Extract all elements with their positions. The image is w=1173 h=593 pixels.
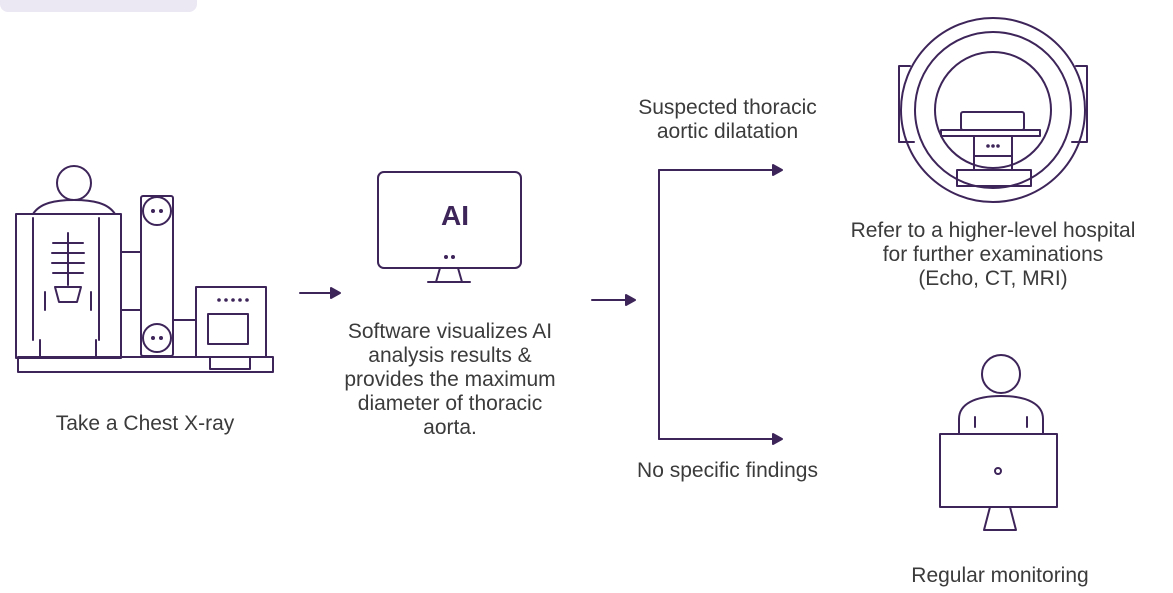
ct-scanner-icon [898, 17, 1088, 203]
branch-connector [658, 164, 783, 445]
tab-chip [0, 0, 197, 12]
negative-branch-label: No specific findings [637, 459, 818, 482]
arrow-to-software [299, 287, 341, 299]
xray-label: Take a Chest X-ray [55, 412, 235, 435]
doctor-monitor-icon [939, 354, 1058, 531]
positive-branch-label: Suspected thoracic aortic dilatation [638, 96, 817, 143]
software-label: Software visualizes AI analysis results … [344, 320, 556, 439]
monitoring-label: Regular monitoring [911, 564, 1089, 587]
referral-label: Refer to a higher-level hospital for fur… [850, 219, 1136, 290]
xray-machine-icon [15, 165, 274, 373]
ai-monitor-icon [377, 171, 522, 283]
ai-icon-label: AI [441, 200, 469, 231]
arrow-to-branch [591, 294, 636, 306]
